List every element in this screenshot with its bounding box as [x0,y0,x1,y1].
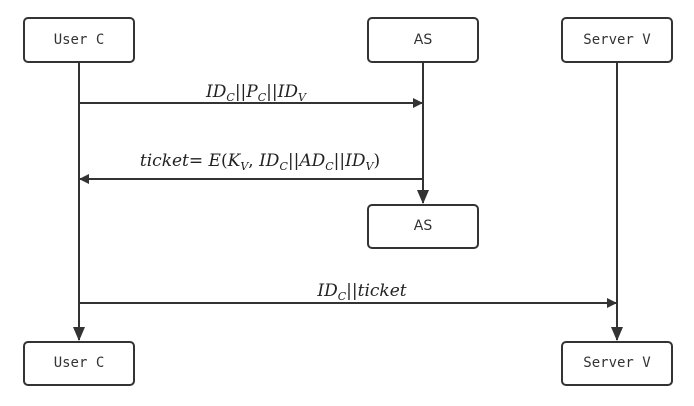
label-text: || [346,281,357,301]
label-text: || [235,82,246,102]
label-subscript: C [226,91,235,104]
participant-user-c-label: User C [54,32,105,48]
label-text: = [189,151,209,171]
label-subscript: V [366,160,375,173]
participant-user-c[interactable]: User C [23,17,135,63]
message-label-1: IDC||PC||IDV [205,82,307,104]
end-box-as[interactable]: AS [367,204,479,249]
label-text: ID [316,281,338,301]
label-text: ID [258,151,280,171]
label-text: K [227,151,242,171]
participant-as[interactable]: AS [367,17,479,63]
label-text: ticket [358,281,407,301]
participant-server-v-label: Server V [583,32,651,48]
label-subscript: V [298,91,307,104]
label-text: E [208,151,222,171]
end-box-as-label: AS [414,218,433,234]
label-subscript: C [279,160,288,173]
label-text: ID [277,82,299,102]
label-text: , [248,151,259,171]
label-subscript: C [338,290,347,303]
label-subscript: V [240,160,249,173]
message-label-3: IDC||ticket [316,281,406,303]
label-text: ticket [140,151,189,171]
end-box-user-c-label: User C [54,355,105,371]
label-text: ) [373,151,380,171]
label-subscript: C [325,160,334,173]
label-text: ID [205,82,227,102]
participant-as-label: AS [414,32,433,48]
label-text: ID [344,151,366,171]
label-text: P [245,82,258,102]
label-text: || [334,151,345,171]
label-subscript: C [258,91,267,104]
end-box-server-v-label: Server V [583,355,651,371]
end-box-user-c[interactable]: User C [23,341,135,386]
message-label-2: ticket= E(KV, IDC||ADC||IDV) [140,151,380,173]
end-box-server-v[interactable]: Server V [561,341,673,386]
label-text: ( [221,151,228,171]
label-text: || [288,151,299,171]
label-text: || [266,82,277,102]
label-text: AD [297,151,325,171]
participant-server-v[interactable]: Server V [561,17,673,63]
